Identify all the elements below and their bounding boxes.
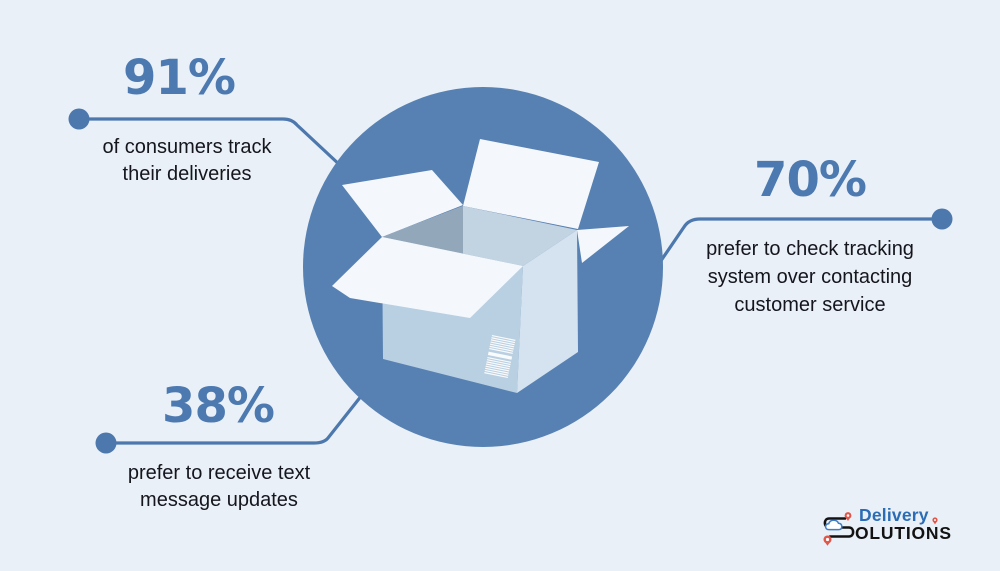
- caption-line: message updates: [140, 489, 298, 511]
- stat-value-70: 70%: [754, 152, 867, 208]
- connector-dot-70: [931, 208, 953, 230]
- cloud-icon: [824, 519, 843, 531]
- caption-line: customer service: [734, 294, 886, 316]
- delivery-solutions-logo: Delivery OLUTIONS: [818, 504, 1000, 562]
- location-pin-icon: [932, 517, 938, 525]
- box-right-flap: [577, 226, 629, 263]
- barcode-label-icon: [484, 335, 516, 379]
- stat-value-91: 91%: [123, 50, 236, 106]
- stat-caption-91: of consumers track their deliveries: [67, 134, 307, 188]
- box-back-left-flap: [342, 170, 463, 237]
- connector-38: [95, 393, 364, 454]
- box-front-flap: [332, 237, 523, 318]
- stat-value-38: 38%: [162, 378, 275, 434]
- caption-line: of consumers track: [102, 136, 272, 158]
- caption-line: their deliveries: [122, 163, 252, 185]
- connector-91: [68, 108, 344, 169]
- caption-line: system over contacting: [707, 266, 913, 288]
- box-right-face: [517, 230, 578, 393]
- stat-caption-70: prefer to check tracking system over con…: [690, 235, 930, 319]
- connector-70: [654, 208, 953, 270]
- open-box-illustration: [332, 139, 629, 393]
- logo-word-delivery: Delivery: [859, 505, 929, 525]
- connector-dot-91: [68, 108, 90, 130]
- connector-dot-38: [95, 432, 117, 454]
- route-s-icon: [823, 512, 855, 546]
- stat-caption-38: prefer to receive text message updates: [99, 460, 339, 514]
- caption-line: prefer to receive text: [127, 462, 311, 484]
- caption-line: prefer to check tracking: [706, 238, 914, 260]
- box-back-right-flap: [463, 139, 599, 229]
- location-pin-icon: [844, 512, 852, 521]
- location-pin-icon: [823, 535, 832, 546]
- logo-word-solutions: OLUTIONS: [855, 523, 952, 543]
